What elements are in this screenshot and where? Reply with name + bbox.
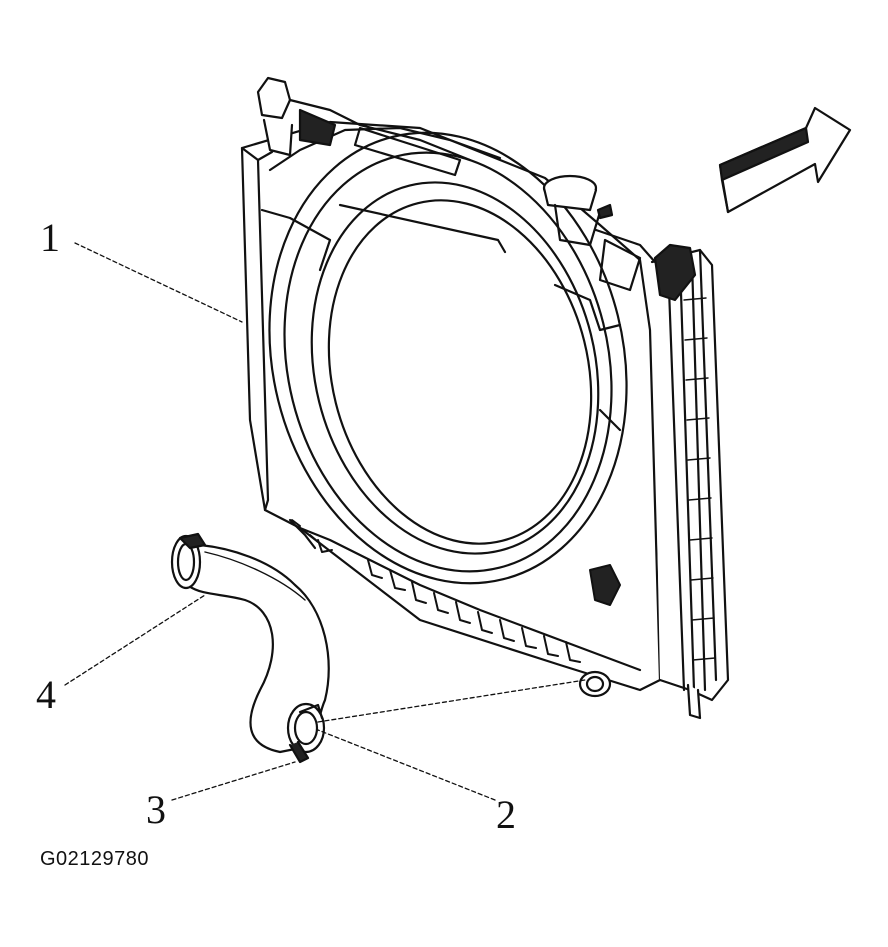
leader-2b	[317, 679, 586, 723]
leader-4	[64, 594, 206, 686]
radiator-outlet	[578, 670, 612, 698]
leader-1	[74, 242, 243, 323]
leader-3	[171, 761, 296, 801]
radiator-cap	[542, 174, 657, 292]
callout-1: 1	[40, 215, 60, 260]
lower-radiator-hose	[170, 532, 330, 754]
leader-2	[317, 729, 496, 801]
fan-shroud	[240, 120, 662, 692]
figure-code: G02129780	[40, 848, 150, 870]
callout-3: 3	[146, 787, 166, 832]
callout-leaders	[64, 242, 586, 801]
shroud-lower-tabs	[291, 519, 621, 663]
radiator-core	[650, 243, 730, 720]
hose-clamp	[286, 702, 326, 764]
upper-hose-outlet	[256, 76, 472, 177]
callout-4: 4	[36, 672, 56, 717]
callout-2: 2	[496, 792, 516, 837]
front-direction-arrow-icon	[718, 106, 852, 214]
